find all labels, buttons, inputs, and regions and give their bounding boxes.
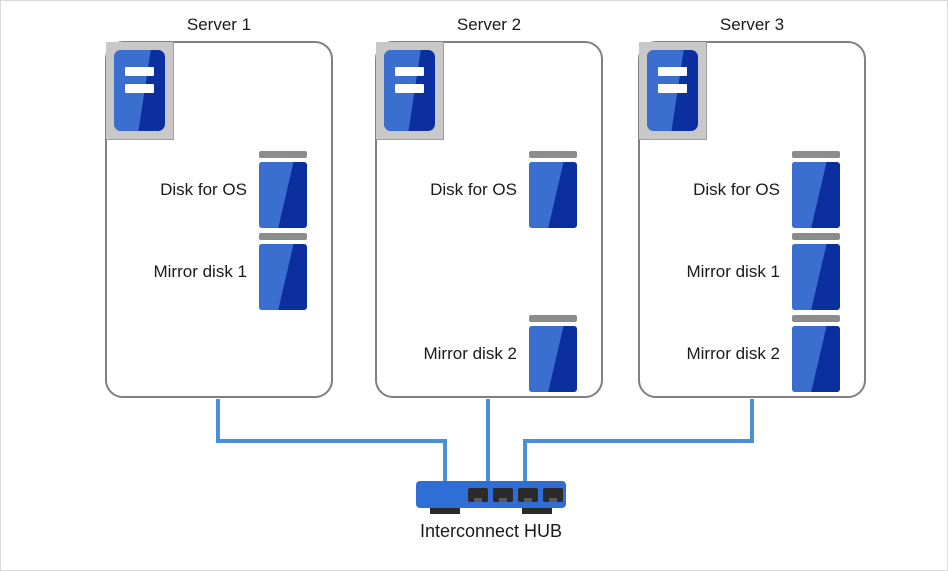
disk-icon [792, 151, 840, 228]
disk-label: Disk for OS [693, 179, 780, 199]
network-hub-icon[interactable] [416, 481, 566, 508]
server-slot-bar-2 [658, 84, 687, 93]
hub-label: Interconnect HUB [419, 521, 563, 541]
disk-row: Mirror disk 2 [397, 315, 577, 392]
server-chassis [384, 50, 435, 131]
disk-cap [259, 151, 307, 158]
disk-body [792, 162, 840, 228]
disk-cap [259, 233, 307, 240]
disk-body [529, 162, 577, 228]
disk-cap [792, 315, 840, 322]
hub-foot-right [522, 508, 552, 514]
disk-icon [792, 315, 840, 392]
server-panel-2[interactable]: Disk for OS Mirror disk 2 [375, 41, 603, 398]
server-panel-1[interactable]: Disk for OS Mirror disk 1 [105, 41, 333, 398]
disk-icon [259, 151, 307, 228]
server-slot-bar-1 [125, 67, 154, 76]
disk-label: Disk for OS [430, 179, 517, 199]
server-group-3: Server 3 Disk for OS Mirror disk 1 [638, 15, 866, 398]
hub-port-3 [518, 488, 538, 502]
connection-line-server3-horizontal [523, 439, 754, 443]
hub-group: Interconnect HUB [416, 481, 566, 551]
disk-label: Mirror disk 1 [153, 261, 247, 281]
connection-line-server1-horizontal [216, 439, 447, 443]
server-machine-icon [376, 42, 444, 140]
server-slot-bar-2 [395, 84, 424, 93]
disk-row: Disk for OS [127, 151, 307, 228]
server-slot-bar-2 [125, 84, 154, 93]
disk-label: Disk for OS [160, 179, 247, 199]
hub-port-1 [468, 488, 488, 502]
disk-row: Disk for OS [397, 151, 577, 228]
server-slot-bar-1 [658, 67, 687, 76]
disk-cap [529, 151, 577, 158]
disk-cap [792, 151, 840, 158]
hub-foot-left [430, 508, 460, 514]
disk-label: Mirror disk 2 [686, 343, 780, 363]
server-chassis [647, 50, 698, 131]
server-title-2: Server 2 [456, 15, 522, 34]
connection-line-server1-vertical-bottom [443, 439, 447, 484]
server-slot-bar-1 [395, 67, 424, 76]
hub-port-4 [543, 488, 563, 502]
disk-cap [529, 315, 577, 322]
server-panel-3[interactable]: Disk for OS Mirror disk 1 Mirror disk 2 [638, 41, 866, 398]
disk-body [792, 244, 840, 310]
connection-line-server3-vertical-bottom [523, 439, 527, 484]
disk-row: Mirror disk 1 [127, 233, 307, 310]
server-machine-icon [106, 42, 174, 140]
disk-body [529, 326, 577, 392]
disk-label: Mirror disk 1 [686, 261, 780, 281]
disk-cap [792, 233, 840, 240]
server-title-3: Server 3 [719, 15, 785, 34]
disk-row: Mirror disk 1 [660, 233, 840, 310]
disk-body [259, 244, 307, 310]
connection-line-server1-vertical-top [216, 399, 220, 442]
disk-row: Mirror disk 2 [660, 315, 840, 392]
server-chassis [114, 50, 165, 131]
disk-icon [529, 315, 577, 392]
disk-row: Disk for OS [660, 151, 840, 228]
server-title-1: Server 1 [186, 15, 252, 34]
connection-line-server3-vertical-top [750, 399, 754, 442]
server-group-1: Server 1 Disk for OS Mirror disk 1 [105, 15, 333, 398]
server-group-2: Server 2 Disk for OS Mirror disk 2 [375, 15, 603, 398]
hub-port-2 [493, 488, 513, 502]
disk-label: Mirror disk 2 [423, 343, 517, 363]
disk-icon [792, 233, 840, 310]
disk-icon [529, 151, 577, 228]
server-machine-icon [639, 42, 707, 140]
disk-body [792, 326, 840, 392]
disk-icon [259, 233, 307, 310]
disk-body [259, 162, 307, 228]
connection-line-server2-vertical [486, 399, 490, 484]
